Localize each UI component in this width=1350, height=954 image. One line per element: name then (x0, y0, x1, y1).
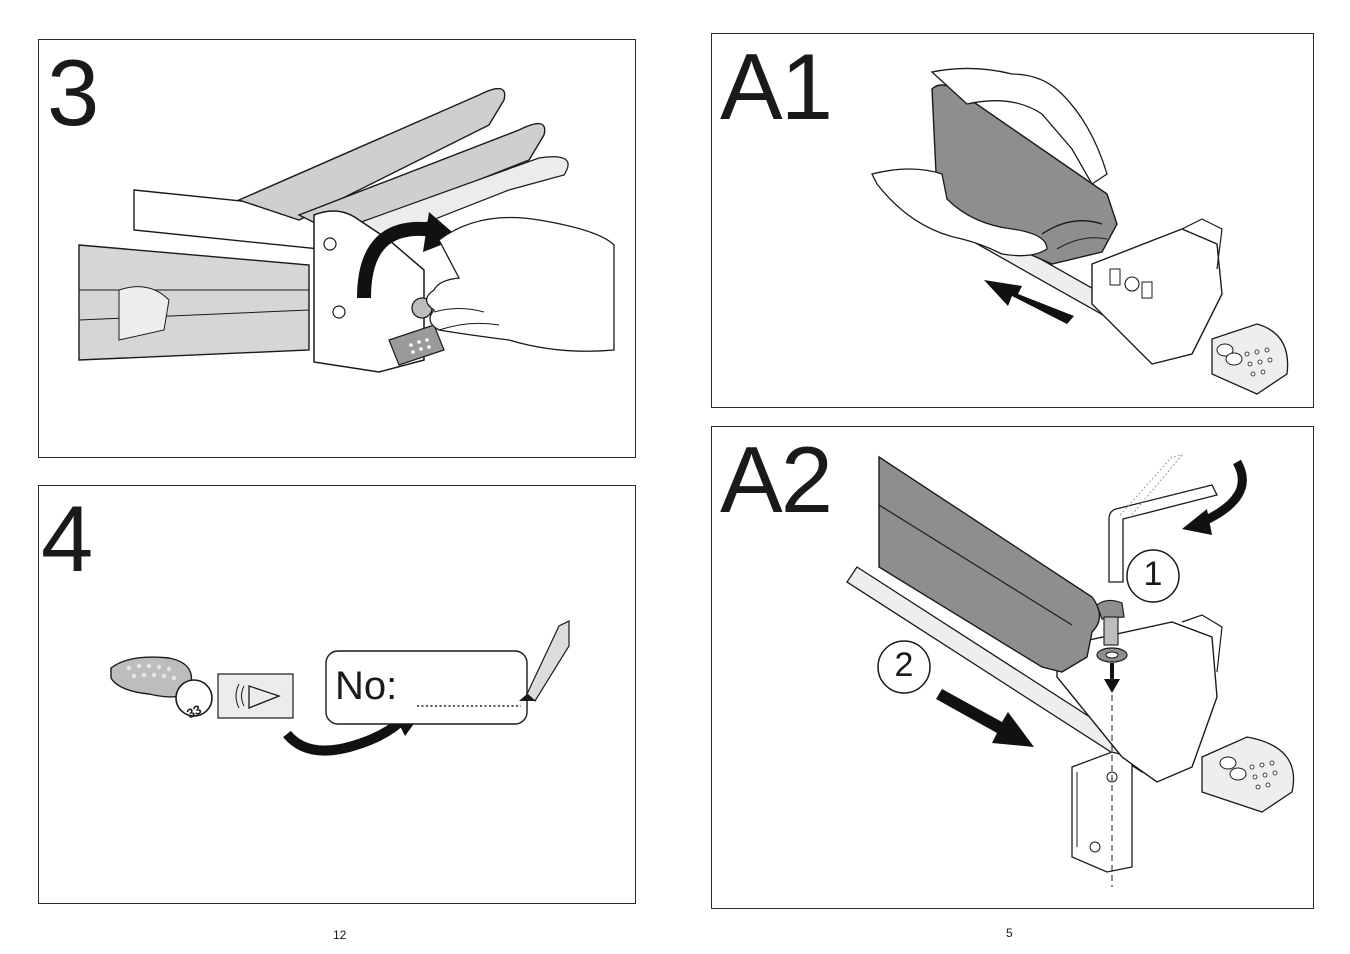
step-a2-panel: A2 1 2 (711, 426, 1314, 909)
no-label: No: (335, 666, 397, 706)
step-3-illustration (39, 40, 635, 457)
page-number-right: 5 (1006, 926, 1013, 940)
step-3-panel: 3 (38, 39, 636, 458)
callout-2-label: 2 (888, 648, 920, 682)
pencil-icon (527, 621, 569, 701)
page-number-left: 12 (333, 928, 346, 942)
step-label: 4 (41, 492, 91, 586)
step-label: A2 (720, 433, 831, 527)
read-number-box (218, 674, 293, 718)
callout-1-label: 1 (1137, 557, 1169, 591)
step-4-panel: 4 33 No: (38, 485, 636, 904)
step-label: A1 (720, 40, 831, 134)
step-a1-panel: A1 (711, 33, 1314, 408)
step-label: 3 (47, 46, 97, 140)
